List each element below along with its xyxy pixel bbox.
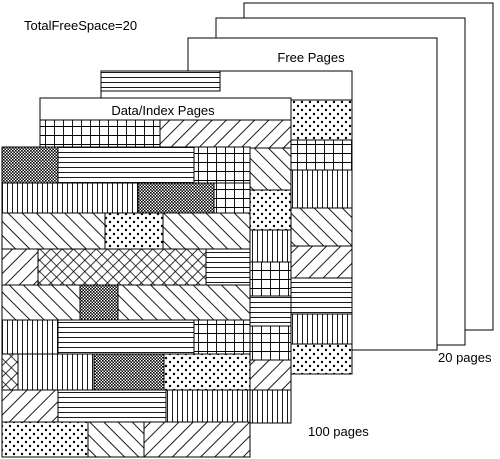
free-pages-label: Free Pages [277,50,345,65]
free-pages-count-label: 20 pages [438,350,492,365]
data-pages-count-label: 100 pages [308,424,369,439]
data-pages-stack: Data/Index Pages [1,70,353,458]
data-page-front [1,146,251,458]
total-free-space-label: TotalFreeSpace=20 [24,18,137,33]
data-index-pages-label: Data/Index Pages [111,103,215,118]
